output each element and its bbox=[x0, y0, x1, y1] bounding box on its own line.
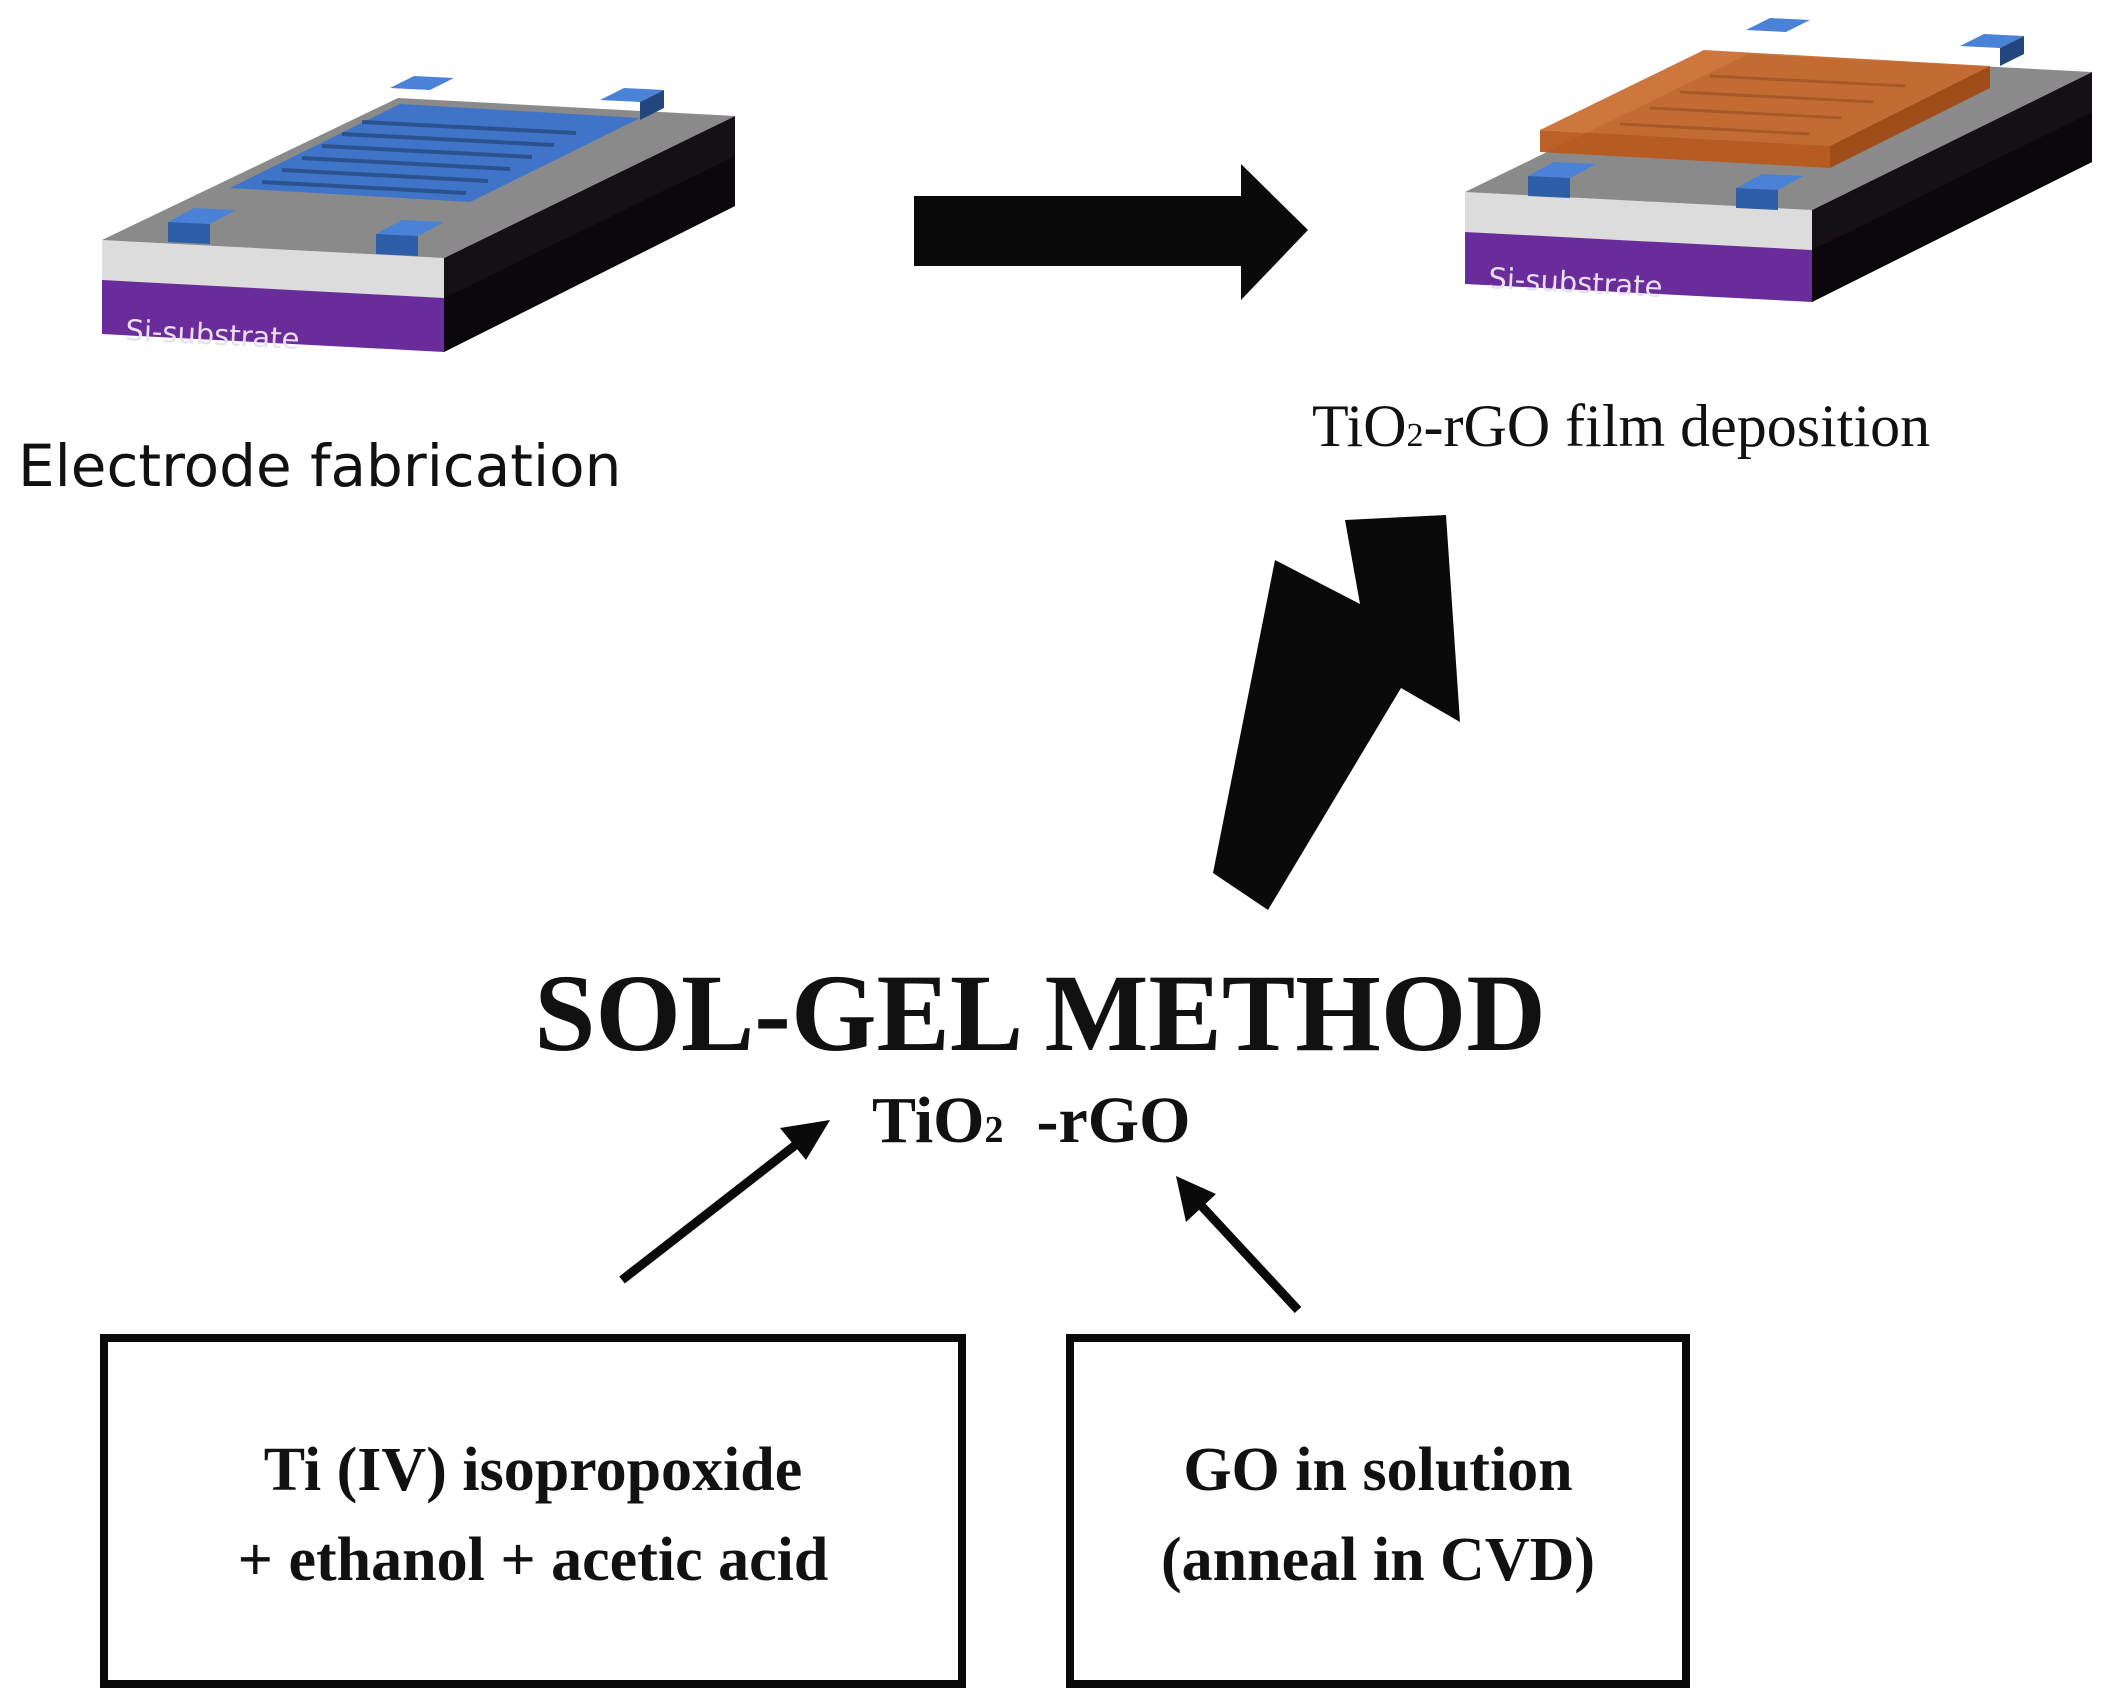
go-arrow-icon bbox=[1176, 1176, 1302, 1314]
precursor-box: Ti (IV) isopropoxide + ethanol + acetic … bbox=[100, 1334, 966, 1688]
product-label: TiO2 -rGO bbox=[872, 1084, 1190, 1157]
precursor-line-1: Ti (IV) isopropoxide bbox=[264, 1436, 803, 1504]
up-arrow-icon bbox=[1213, 515, 1460, 910]
right-arrow-icon bbox=[914, 164, 1308, 300]
film-coated-chip-icon: Si-substrate bbox=[1465, 18, 2092, 304]
electrode-chip-icon: Si-substrate bbox=[102, 76, 735, 356]
go-line-1: GO in solution bbox=[1183, 1436, 1572, 1504]
deposition-caption: TiO2-rGO film deposition bbox=[1312, 393, 1930, 459]
go-solution-box: GO in solution (anneal in CVD) bbox=[1066, 1334, 1690, 1688]
precursor-arrow-icon bbox=[619, 1120, 830, 1284]
precursor-line-2: + ethanol + acetic acid bbox=[238, 1526, 829, 1594]
contact-pads bbox=[168, 76, 664, 256]
electrode-caption: Electrode fabrication bbox=[18, 432, 621, 500]
go-line-2: (anneal in CVD) bbox=[1161, 1526, 1595, 1594]
method-title: SOL-GEL METHOD bbox=[534, 952, 1546, 1074]
